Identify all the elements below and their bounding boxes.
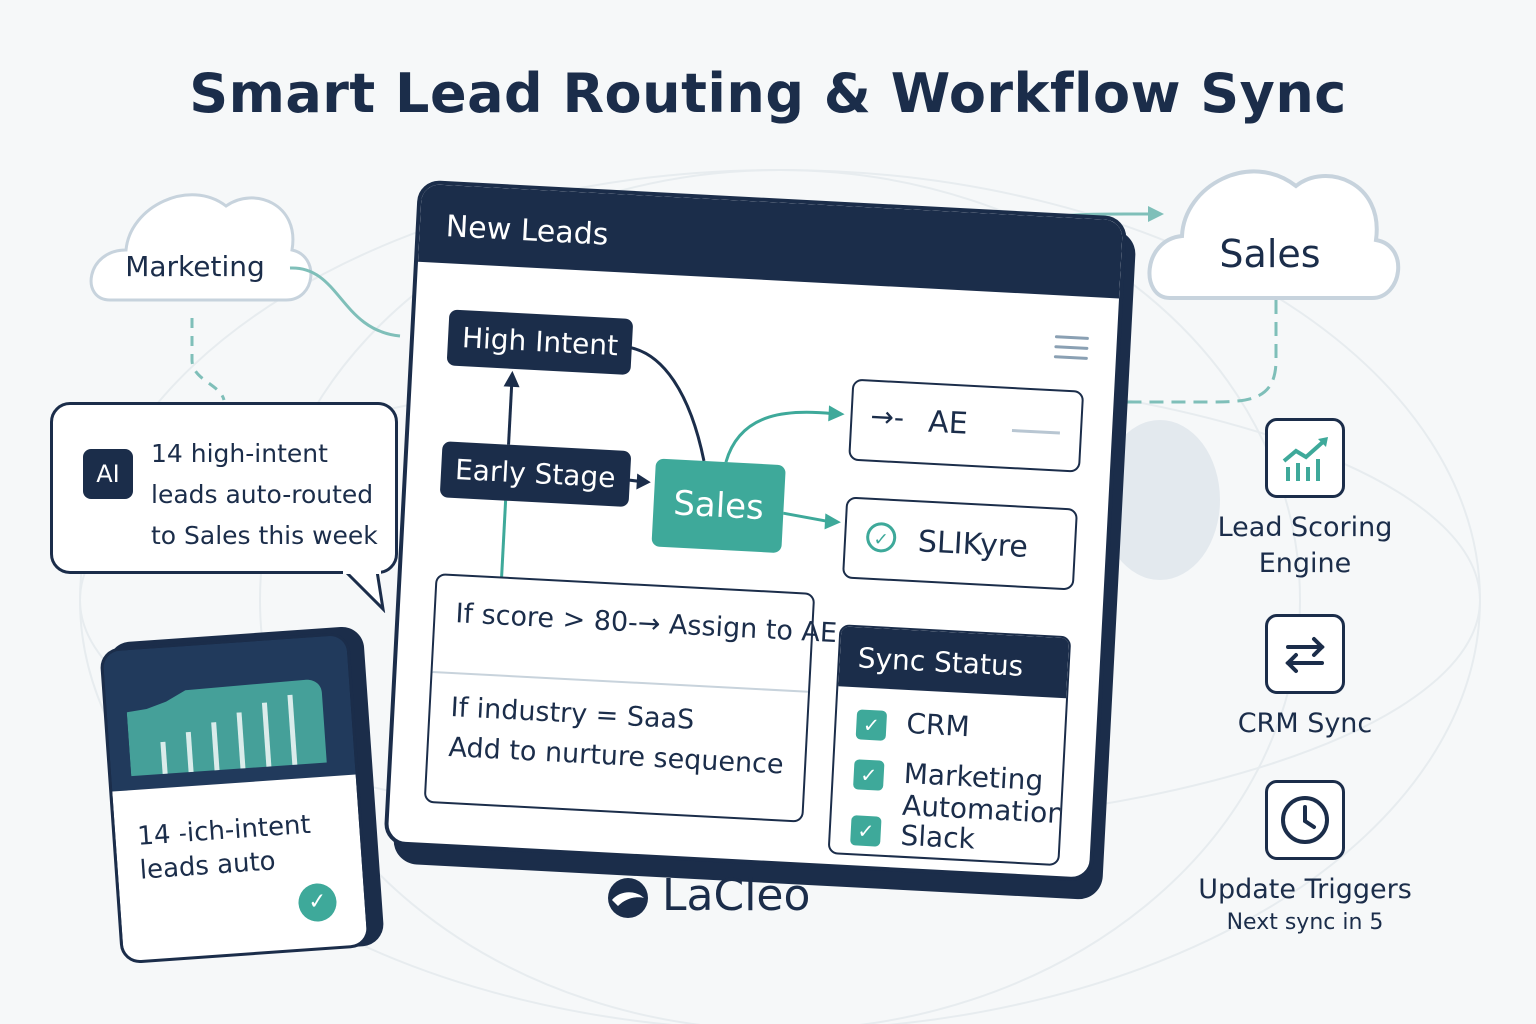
rule-score: If score > 80-→ Assign to AE <box>454 598 838 650</box>
checkbox-checked-icon: ✓ <box>855 709 888 741</box>
callout-line: leads auto-routed <box>151 480 374 509</box>
feature-label-line: Lead Scoring <box>1217 512 1393 543</box>
feature-label-line: Engine <box>1258 548 1352 579</box>
sync-status-box: Sync Status ✓ CRM ✓ Marketing Automation… <box>827 624 1072 867</box>
area-chart-icon <box>126 679 327 777</box>
feature-lead-scoring: Lead Scoring Engine <box>1190 418 1420 582</box>
callout-tail <box>343 569 386 613</box>
destination-ae-label: AE <box>927 404 969 442</box>
feature-label: Lead Scoring Engine <box>1190 510 1420 582</box>
routing-rules-box: If score > 80-→ Assign to AE If industry… <box>423 573 838 823</box>
rule-industry: If industry = SaaS Add to nurture sequen… <box>448 688 787 785</box>
clock-icon <box>1265 780 1345 860</box>
feature-update-triggers: Update Triggers Next sync in 5 <box>1190 780 1420 935</box>
feature-label: CRM Sync <box>1237 708 1373 739</box>
cloud-marketing-label: Marketing <box>125 250 265 283</box>
ai-badge-icon: AI <box>83 449 133 499</box>
callout-line: 14 high-intent <box>151 439 328 468</box>
feature-crm-sync: CRM Sync <box>1190 614 1420 742</box>
check-circle-icon: ✓ <box>865 521 897 554</box>
placeholder-line <box>1011 429 1060 435</box>
logo-text: LaCleo <box>662 870 811 921</box>
marketing-cloud <box>89 193 313 302</box>
node-sales[interactable]: Sales <box>651 458 786 554</box>
callout-text: 14 high-intent leads auto-routed to Sale… <box>151 433 391 556</box>
destination-slack-label: SLIKyre <box>917 524 1029 566</box>
check-circle-icon: ✓ <box>297 882 338 923</box>
trend-chart-icon <box>1265 418 1345 498</box>
sync-item-label: CRM <box>905 706 971 744</box>
panel-window: New Leads High Intent Early Stage Sales <box>383 179 1128 882</box>
page-title: Smart Lead Routing & Workflow Sync <box>189 62 1347 125</box>
mini-card-text: 14 ˗ich-intent leads auto <box>136 808 314 888</box>
sales-cloud <box>1147 169 1401 300</box>
checkbox-checked-icon: ✓ <box>852 759 885 791</box>
destination-slack[interactable]: ✓ SLIKyre <box>842 496 1078 591</box>
destination-ae[interactable]: →- AE <box>848 378 1085 473</box>
sync-status-header: Sync Status <box>838 626 1070 699</box>
flow-connectors <box>500 344 845 577</box>
callout-line: to Sales this week <box>151 521 378 550</box>
cloud-sales-label: Sales <box>1219 232 1321 276</box>
lacleo-logo: LaCleo <box>606 868 836 928</box>
mini-card-body: 14 ˗ich-intent leads auto ✓ <box>112 774 368 965</box>
sync-status-title: Sync Status <box>857 641 1025 683</box>
route-arrow-icon: →- <box>869 399 905 435</box>
sync-item-label: Slack <box>899 818 976 856</box>
mini-stats-card: 14 ˗ich-intent leads auto ✓ <box>99 631 371 965</box>
feature-label: Update Triggers <box>1198 874 1412 905</box>
ai-insight-callout: AI 14 high-intent leads auto-routed to S… <box>50 402 398 613</box>
feature-sublabel: Next sync in 5 <box>1226 910 1384 935</box>
swap-arrows-icon <box>1265 614 1345 694</box>
lacleo-logo-icon <box>608 878 648 918</box>
checkbox-checked-icon: ✓ <box>850 815 882 847</box>
node-early-stage[interactable]: Early Stage <box>439 441 631 508</box>
new-leads-panel: New Leads High Intent Early Stage Sales <box>383 179 1138 901</box>
node-high-intent[interactable]: High Intent <box>446 309 634 376</box>
mini-card-header <box>102 634 356 792</box>
